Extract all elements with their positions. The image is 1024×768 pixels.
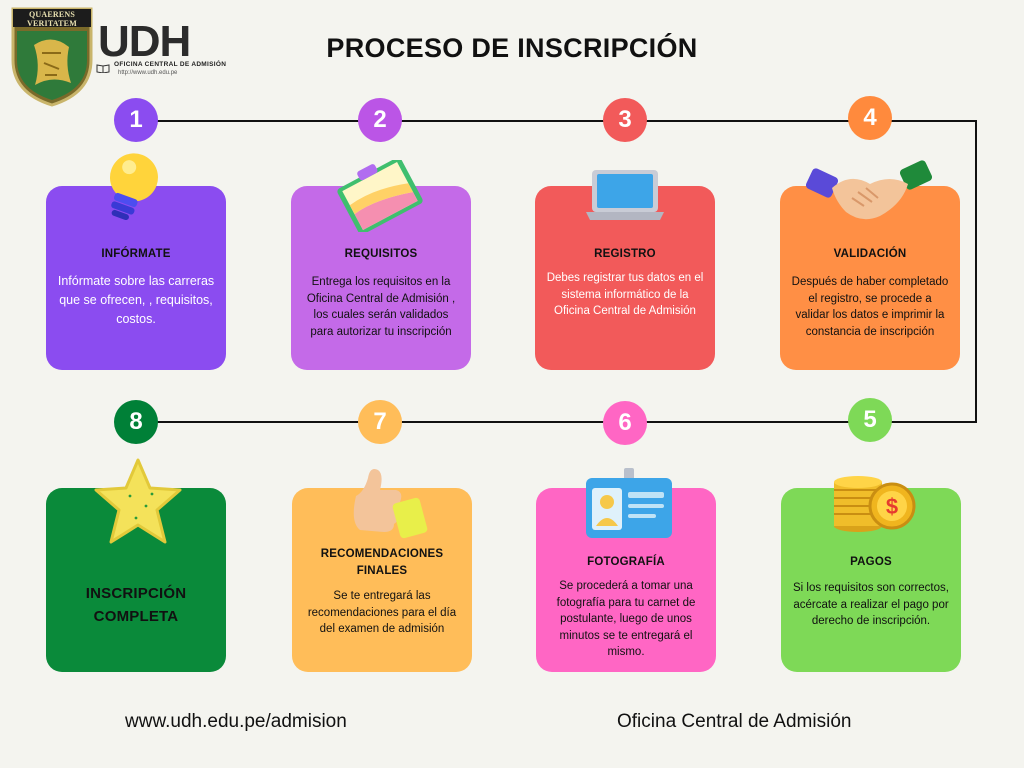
step-title: INSCRIPCIÓN COMPLETA (85, 585, 187, 625)
step-number-5: 5 (848, 398, 892, 442)
step-title: RECOMENDACIONES FINALES (320, 548, 444, 577)
step-description: Se procederá a tomar una fotografía para… (556, 580, 696, 658)
connector-line-bottom (136, 421, 977, 423)
book-icon (96, 60, 110, 74)
step-description: Debes registrar tus datos en el sistema … (546, 272, 704, 317)
step-title: INFÓRMATE (101, 248, 171, 260)
office-name: Oficina Central de Admisión (617, 711, 852, 732)
step-description: Después de haber completado el registro,… (791, 276, 949, 338)
step-number-4: 4 (848, 96, 892, 140)
step-description: Entrega los requisitos en la Oficina Cen… (306, 276, 456, 338)
logo-url[interactable]: http://www.udh.edu.pe (118, 70, 178, 76)
step-number-3: 3 (603, 98, 647, 142)
handshake-icon (806, 160, 932, 220)
thumbs-up-icon (353, 469, 428, 539)
step-number-6: 6 (603, 401, 647, 445)
connector-line-right (975, 120, 977, 423)
step-title: PAGOS (850, 556, 892, 568)
svg-text:UDH: UDH (98, 20, 190, 60)
coins-icon: $ (834, 476, 916, 532)
step-number-7: 7 (358, 400, 402, 444)
step-title: REQUISITOS (344, 248, 418, 260)
step-card-6: FOTOGRAFÍA Se procederá a tomar una foto… (536, 488, 716, 672)
step-number-1: 1 (114, 98, 158, 142)
star-icon (94, 458, 182, 544)
step-title: FOTOGRAFÍA (587, 556, 665, 568)
laptop-icon (586, 170, 664, 220)
connector-line-top (136, 120, 977, 122)
step-description: Si los requisitos son correctos, acércat… (793, 582, 949, 627)
step-number-2: 2 (358, 98, 402, 142)
id-card-icon (586, 468, 672, 538)
website-link[interactable]: www.udh.edu.pe/admision (125, 711, 347, 732)
step-card-1: INFÓRMATE Infórmate sobre las carreras q… (46, 186, 226, 370)
step-title: VALIDACIÓN (833, 248, 907, 260)
page-title: PROCESO DE INSCRIPCIÓN (326, 33, 698, 63)
svg-text:$: $ (886, 494, 898, 519)
crest-motto: QUAERENS VERITATEM (27, 10, 77, 28)
step-number-8: 8 (114, 400, 158, 444)
step-title: REGISTRO (594, 248, 656, 260)
step-description: Infórmate sobre las carreras que se ofre… (57, 274, 215, 326)
university-crest-logo (11, 7, 93, 107)
udh-logo: UDH (98, 20, 191, 60)
logo-subtitle: OFICINA CENTRAL DE ADMISIÓN (114, 61, 227, 68)
step-description: Se te entregará las recomendaciones para… (307, 590, 457, 635)
lightbulb-icon (109, 153, 158, 221)
clipboard-icon (337, 160, 423, 232)
